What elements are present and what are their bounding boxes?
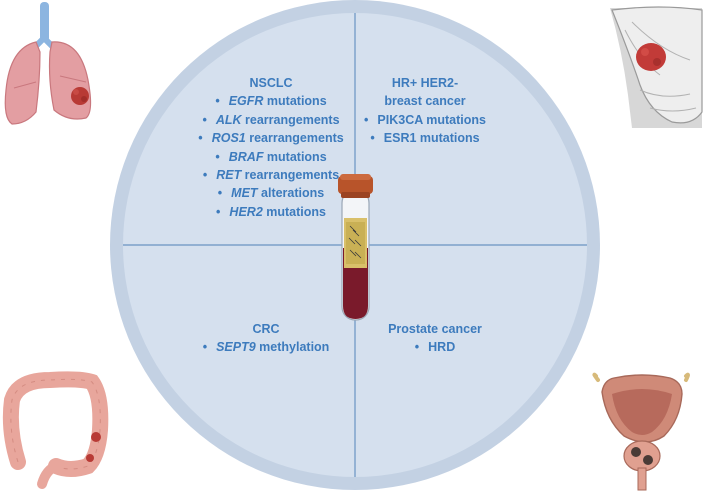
nsclc-title: NSCLC: [249, 76, 293, 90]
nsclc-panel: NSCLC •EGFR mutations •ALK rearrangement…: [196, 74, 346, 221]
list-item: •BRAF mutations: [215, 149, 327, 164]
list-item: •ESR1 mutations: [370, 131, 480, 146]
list-item: •ALK rearrangements: [202, 112, 340, 127]
list-item: •MET alterations: [217, 186, 325, 201]
prostate-icon: [592, 372, 690, 491]
lungs-with-tumor-icon: [4, 2, 92, 125]
prostate-cancer-panel: Prostate cancer •HRD: [380, 320, 490, 357]
list-item: •EGFR mutations: [215, 94, 327, 109]
crc-panel: CRC •SEPT9 methylation: [196, 320, 336, 357]
blood-collection-tube-icon: [338, 174, 373, 321]
crc-title: CRC: [252, 322, 280, 336]
breast-with-tumor-icon: [610, 6, 703, 128]
prostate-cancer-title: Prostate cancer: [388, 322, 482, 336]
breast-cancer-panel: HR+ HER2- breast cancer •PIK3CA mutation…: [360, 74, 490, 148]
breast-cancer-title-line2: breast cancer: [384, 94, 466, 109]
list-item: •SEPT9 methylation: [202, 340, 330, 355]
breast-cancer-title-line1: HR+ HER2-: [391, 76, 459, 90]
list-item: •HRD: [414, 340, 456, 355]
list-item: •HER2 mutations: [216, 204, 326, 219]
list-item: •PIK3CA mutations: [364, 112, 486, 127]
colon-with-tumor-icon: [2, 371, 109, 489]
list-item: •ROS1 rearrangements: [198, 131, 344, 146]
list-item: •RET rearrangements: [202, 168, 340, 183]
